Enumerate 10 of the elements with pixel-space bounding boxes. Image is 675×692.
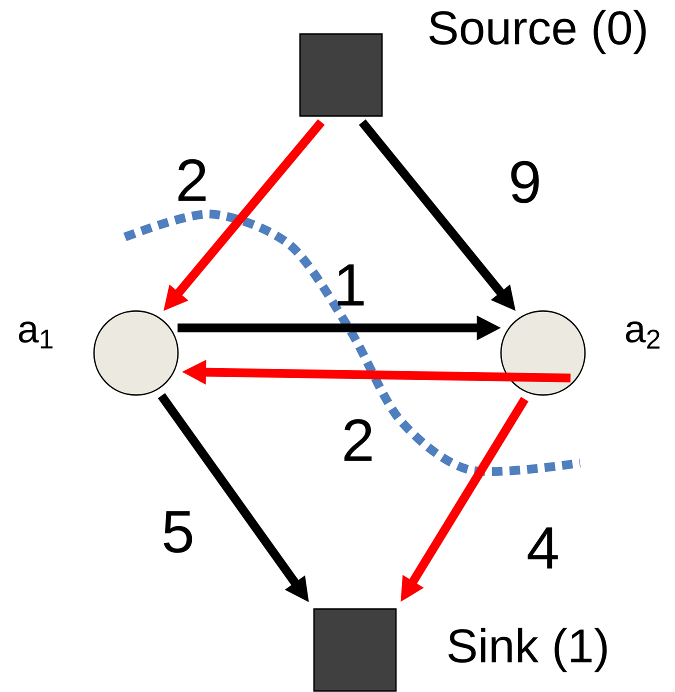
edge-label: 4 bbox=[528, 527, 558, 569]
node-label: Sink (1) bbox=[448, 628, 607, 672]
edge-label: 1 bbox=[338, 264, 364, 306]
node-label: Source (0) bbox=[429, 10, 646, 54]
node-label: a$_{1}$ bbox=[18, 322, 52, 348]
node-label: a$_{2}$ bbox=[626, 321, 660, 349]
edge-label: 2 bbox=[344, 419, 372, 461]
edge-label: 2 bbox=[178, 159, 206, 201]
edge-label: 5 bbox=[164, 511, 192, 553]
edge-label: 9 bbox=[511, 160, 539, 204]
